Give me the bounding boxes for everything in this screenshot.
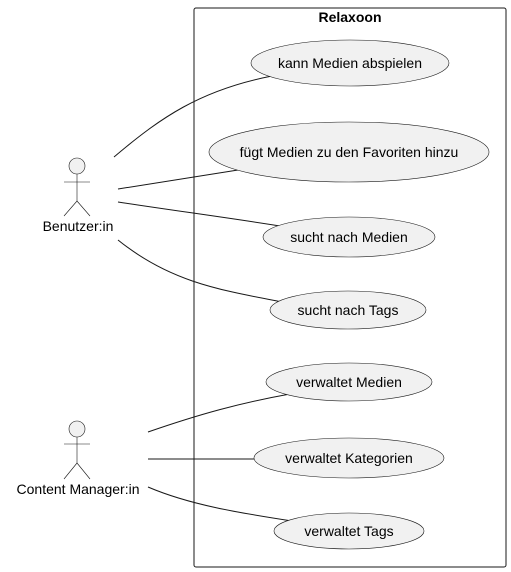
use-case-uc7: verwaltet Tags xyxy=(273,512,425,550)
associations xyxy=(113,75,293,522)
actor-benutzer: Benutzer:in xyxy=(43,157,114,234)
actor-head xyxy=(68,420,86,438)
use-case-label: sucht nach Medien xyxy=(290,229,408,245)
association-cm-uc7 xyxy=(147,486,293,522)
use-case-ellipse xyxy=(250,39,450,87)
system-boundary: Relaxoon xyxy=(193,7,507,568)
use-case-label: verwaltet Kategorien xyxy=(285,450,413,466)
use-case-ellipse xyxy=(208,121,490,183)
actor-leg-right xyxy=(76,462,91,480)
association-benutzer-uc2 xyxy=(117,169,239,190)
association-benutzer-uc1 xyxy=(113,75,273,158)
use-case-label: kann Medien abspielen xyxy=(278,55,422,71)
system-box xyxy=(193,7,507,568)
actor-content-manager: Content Manager:in xyxy=(17,420,140,497)
use-case-ellipse xyxy=(269,290,427,330)
actor-label: Content Manager:in xyxy=(17,481,140,497)
use-case-ellipse xyxy=(265,362,433,402)
use-case-ellipse xyxy=(253,437,445,479)
use-case-ellipse xyxy=(273,512,425,550)
stick-figure-icon xyxy=(63,420,91,480)
use-case-uc2: fügt Medien zu den Favoriten hinzu xyxy=(208,121,490,183)
use-case-uc6: verwaltet Kategorien xyxy=(253,437,445,479)
use-case-ellipse xyxy=(262,216,436,258)
actor-leg-left xyxy=(63,200,78,217)
association-benutzer-uc3 xyxy=(117,201,281,227)
use-case-label: fügt Medien zu den Favoriten hinzu xyxy=(240,144,459,160)
use-case-label: verwaltet Medien xyxy=(296,374,402,390)
use-case-label: sucht nach Tags xyxy=(298,302,399,318)
stick-figure-icon xyxy=(63,157,91,217)
use-case-uc3: sucht nach Medien xyxy=(262,216,436,258)
actor-leg-left xyxy=(63,462,78,480)
use-case-uc1: kann Medien abspielen xyxy=(250,39,450,87)
use-case-uc5: verwaltet Medien xyxy=(265,362,433,402)
use-case-label: verwaltet Tags xyxy=(304,523,393,539)
actor-leg-right xyxy=(76,200,91,217)
use-case-uc4: sucht nach Tags xyxy=(269,290,427,330)
actor-head xyxy=(68,157,86,175)
actor-label: Benutzer:in xyxy=(43,218,114,234)
association-cm-uc5 xyxy=(147,393,291,433)
system-title: Relaxoon xyxy=(318,9,381,25)
association-benutzer-uc4 xyxy=(117,239,283,303)
